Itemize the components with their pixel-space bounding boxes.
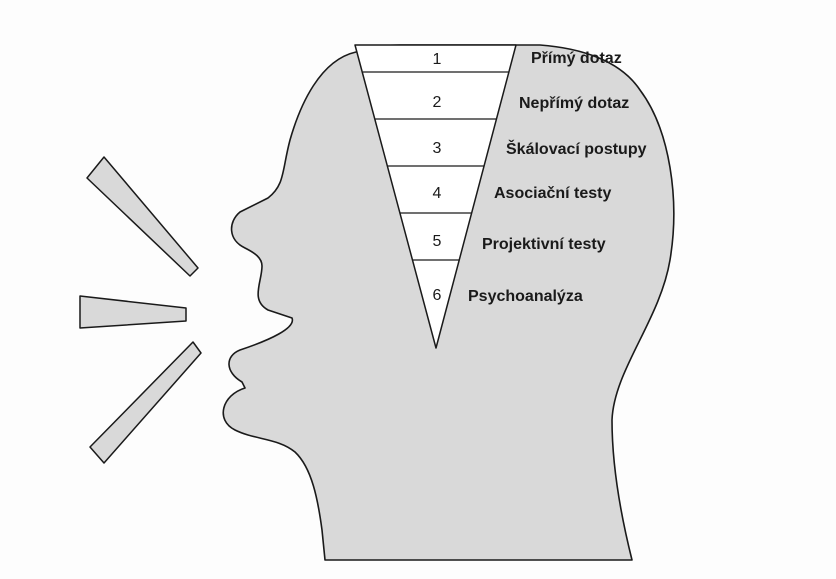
level-label-2: Nepřímý dotaz: [519, 95, 629, 112]
level-number-5: 5: [433, 233, 442, 250]
speech-wedge-bottom: [90, 342, 201, 463]
level-number-4: 4: [433, 185, 442, 202]
level-label-3: Škálovací postupy: [506, 139, 647, 158]
level-number-2: 2: [433, 94, 442, 111]
speech-wedge-middle: [80, 296, 186, 328]
level-number-3: 3: [433, 140, 442, 157]
level-label-5: Projektivní testy: [482, 236, 606, 253]
level-label-6: Psychoanalýza: [468, 288, 583, 305]
speech-wedge-top: [87, 157, 198, 276]
level-label-4: Asociační testy: [494, 185, 611, 202]
level-number-1: 1: [433, 51, 442, 68]
level-number-6: 6: [433, 287, 442, 304]
level-label-1: Přímý dotaz: [531, 50, 622, 67]
